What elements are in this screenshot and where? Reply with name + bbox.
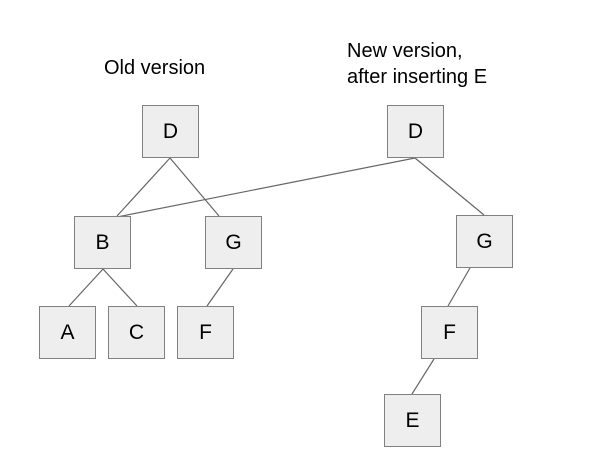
node-new-e-label: E <box>405 409 420 432</box>
edge-old-b-to-a <box>68 268 104 307</box>
node-old-c-label: C <box>128 321 145 344</box>
node-old-g: G <box>205 216 262 269</box>
node-new-d-label: D <box>407 120 424 143</box>
node-new-d: D <box>387 105 444 158</box>
new-version-title-line1: New version, <box>347 40 463 62</box>
node-old-f-label: F <box>199 321 212 344</box>
node-new-g: G <box>456 215 513 268</box>
node-old-a-label: A <box>60 321 75 344</box>
node-old-d: D <box>142 105 199 158</box>
node-old-a: A <box>39 306 96 359</box>
edge-old-d-to-b <box>116 157 171 217</box>
node-new-e: E <box>384 394 441 447</box>
new-version-title: New version, after inserting E <box>347 38 487 90</box>
old-version-title: Old version <box>104 57 206 79</box>
node-new-f-label: F <box>443 321 456 344</box>
edge-new-f-to-e <box>411 358 435 395</box>
node-old-c: C <box>108 306 165 359</box>
node-old-b-label: B <box>95 231 110 254</box>
edge-new-d-to-g <box>414 157 485 216</box>
new-version-title-line2: after inserting E <box>347 66 488 88</box>
node-new-f: F <box>421 306 478 359</box>
edge-new-g-to-f <box>447 267 471 307</box>
node-new-g-label: G <box>476 230 493 253</box>
node-old-g-label: G <box>225 231 242 254</box>
node-old-d-label: D <box>162 120 179 143</box>
node-old-f: F <box>177 306 234 359</box>
edge-old-g-to-f <box>206 268 234 307</box>
edge-new-d-to-shared-b <box>111 157 416 219</box>
node-old-b: B <box>74 216 131 269</box>
edge-old-b-to-c <box>102 268 138 307</box>
edge-old-d-to-g <box>169 157 220 217</box>
